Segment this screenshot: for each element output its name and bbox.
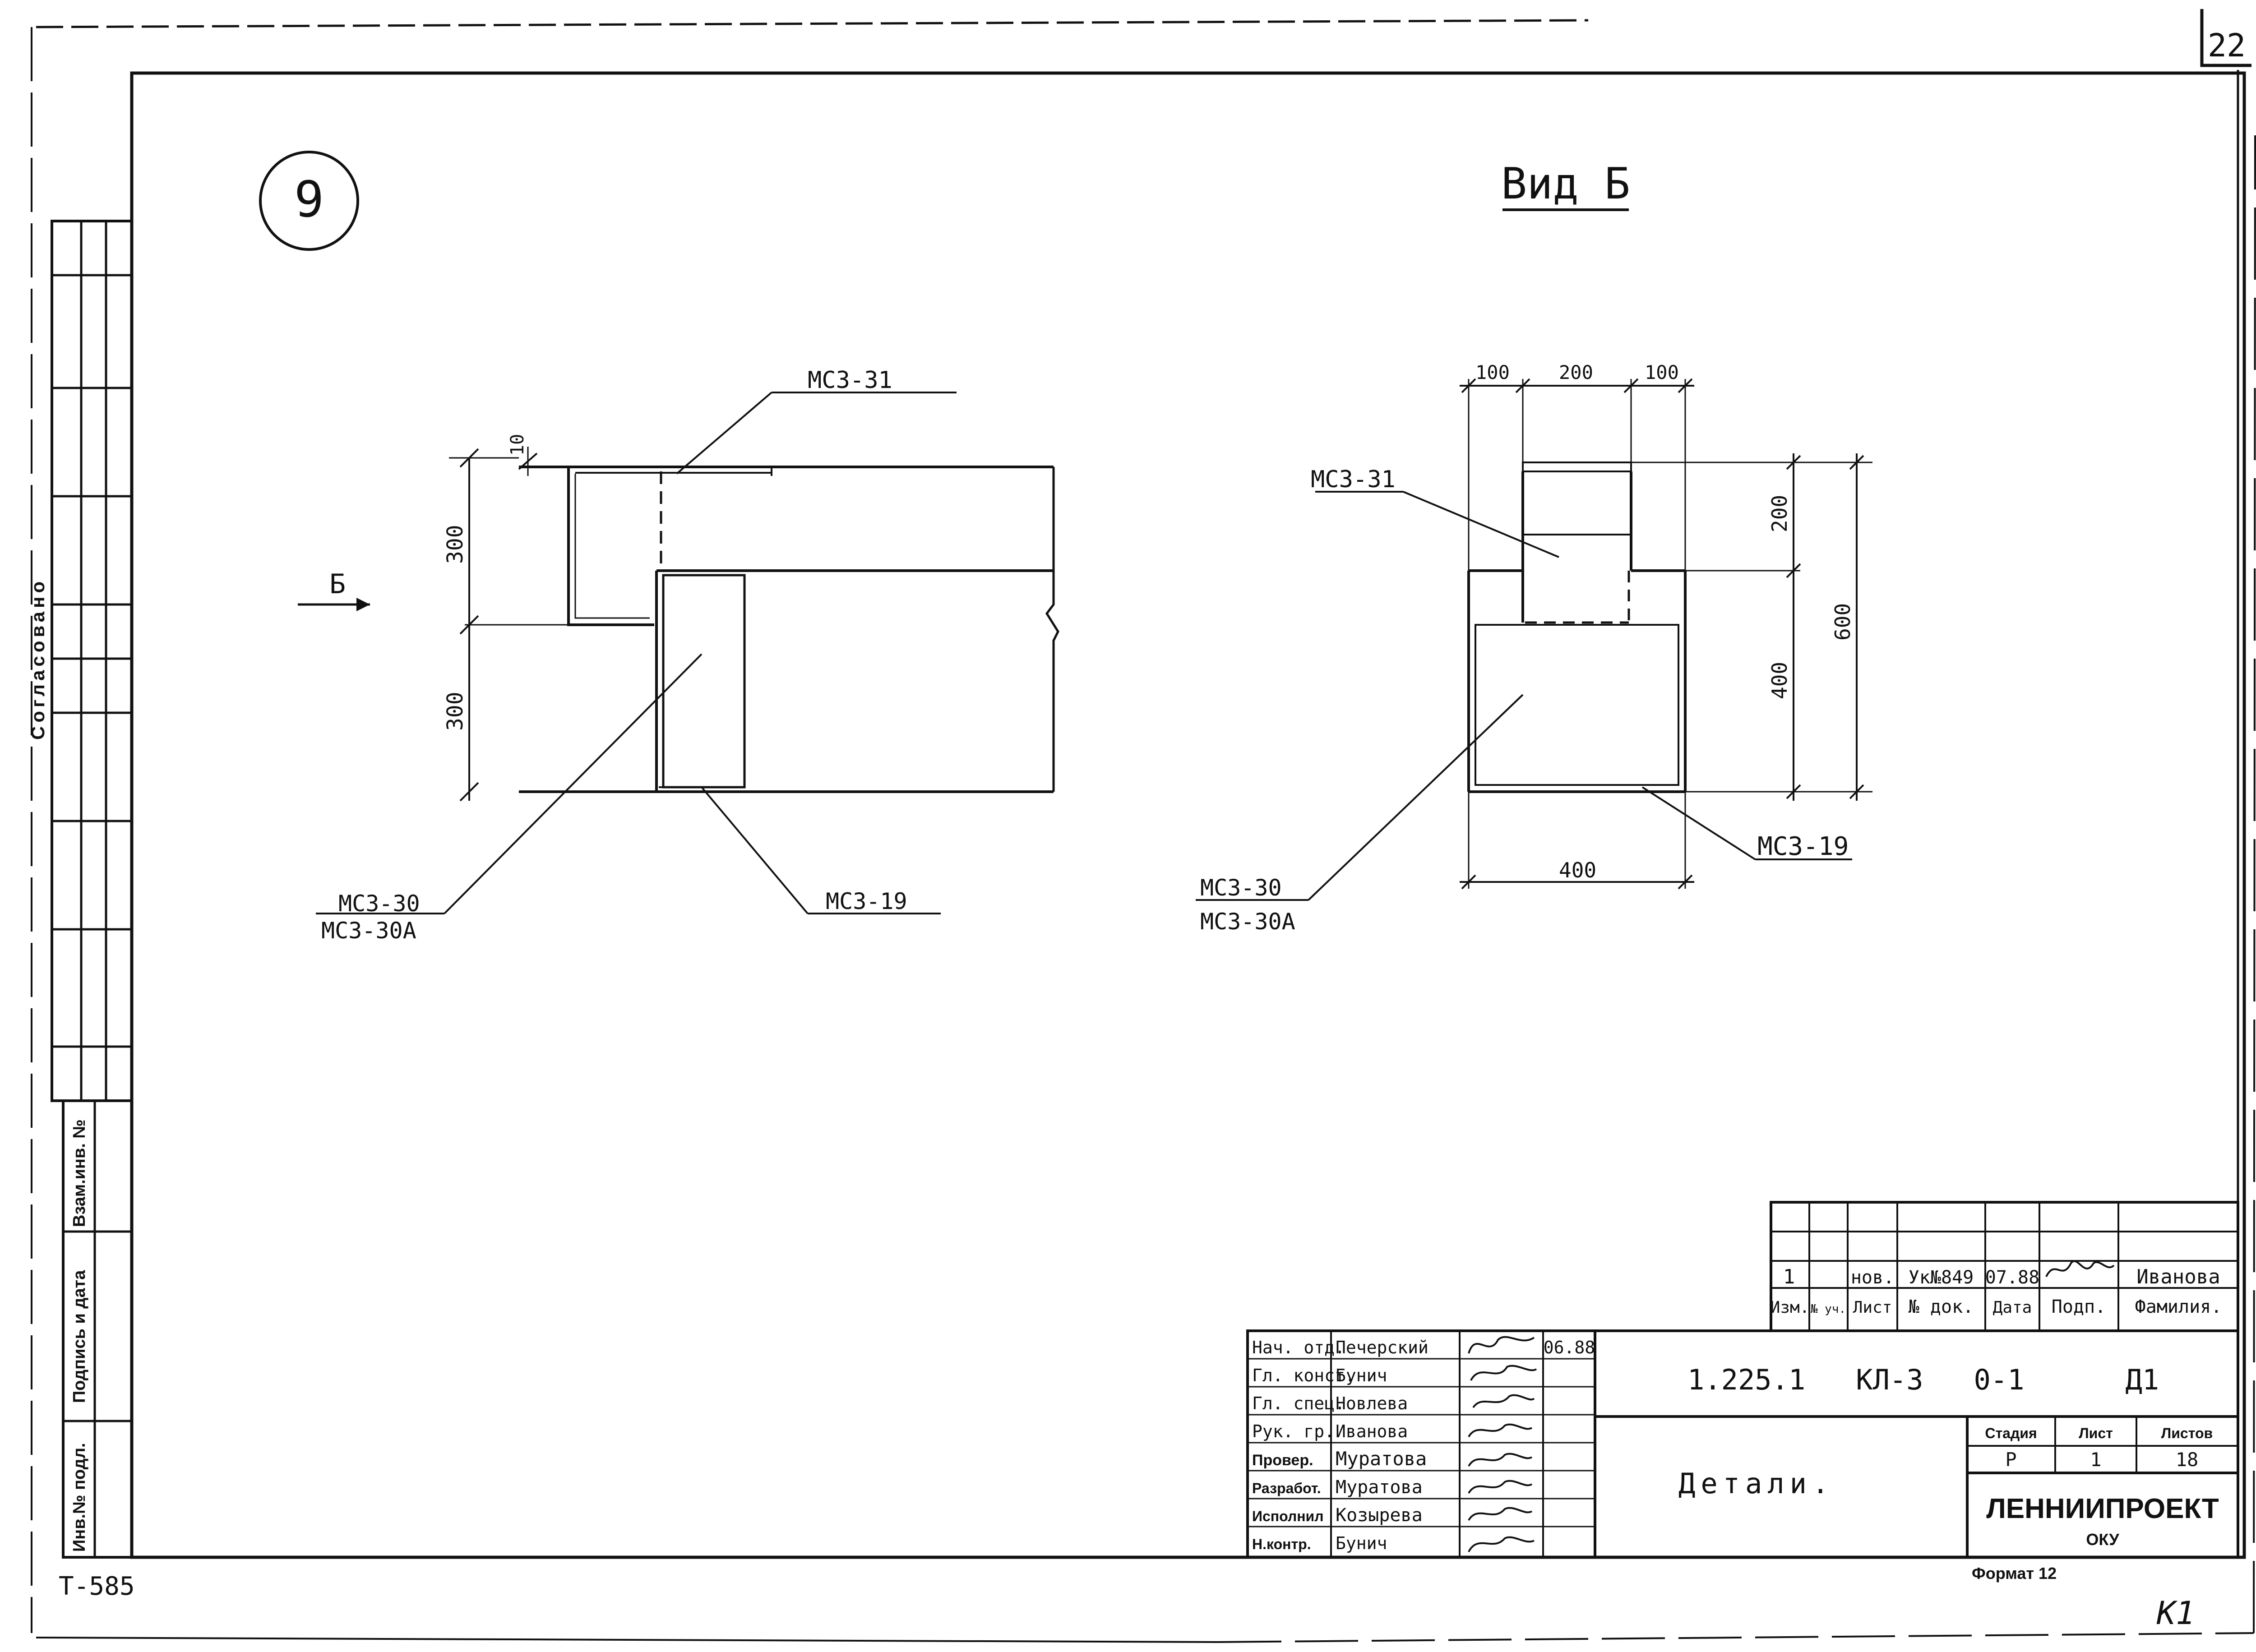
- right-dim-600: 600: [1831, 603, 1855, 641]
- node-circle: [259, 151, 359, 251]
- name-5: Муратова: [1336, 1477, 1423, 1498]
- role-2: Гл. спец.: [1252, 1394, 1345, 1413]
- inv-podl-label: Инв.№ подл.: [70, 1443, 89, 1552]
- agreed-label: Согласовано: [27, 578, 48, 740]
- name-3: Иванова: [1336, 1421, 1408, 1441]
- rev-surname: Иванова: [2136, 1265, 2220, 1288]
- sheets-header: Листов: [2161, 1425, 2213, 1441]
- rev-header-uch: № уч.: [1811, 1302, 1846, 1316]
- sheet-number: 22: [2208, 27, 2246, 64]
- view-title: Вид Б: [1501, 159, 1630, 209]
- rev-header-surname: Фамилия.: [2135, 1297, 2222, 1317]
- right-label-mcz30a: МС3-30А: [1200, 909, 1295, 935]
- name-7: Бунич: [1336, 1533, 1387, 1553]
- name-1: Бунич: [1336, 1366, 1387, 1385]
- rev-list: нов.: [1851, 1267, 1894, 1288]
- left-label-mcz30a: МС3-30А: [321, 918, 416, 944]
- sign-date-label: Подпись и дата: [70, 1270, 89, 1403]
- right-label-mcz19: МС3-19: [1757, 832, 1849, 861]
- title-block: [1246, 1201, 2239, 1559]
- role-3: Рук. гр.: [1252, 1421, 1335, 1441]
- corner-mark: К1: [2156, 1595, 2195, 1632]
- name-0: Печерский: [1336, 1338, 1428, 1357]
- left-stamp: [51, 220, 133, 1559]
- stage-value: Р: [2005, 1449, 2016, 1471]
- format-label: Формат 12: [1972, 1564, 2057, 1583]
- left-dim-10: 10: [507, 434, 528, 456]
- rev-header-izm: Изм.: [1771, 1298, 1810, 1317]
- rev-header-doc: № док.: [1909, 1297, 1974, 1317]
- dept-name: ОКУ: [2086, 1530, 2119, 1549]
- role-4: Провер.: [1252, 1452, 1313, 1469]
- org-name: ЛЕННИИПРОЕКТ: [1986, 1493, 2219, 1524]
- block-date: 06.88: [1544, 1338, 1595, 1357]
- rev-date: 07.88: [1985, 1267, 2039, 1288]
- right-view-b: [1196, 378, 1872, 901]
- name-6: Козырева: [1336, 1505, 1423, 1526]
- role-6: Исполнил: [1252, 1508, 1324, 1524]
- role-5: Разработ.: [1252, 1480, 1321, 1496]
- sheet-header: Лист: [2079, 1425, 2113, 1441]
- page-mark: Т-585: [59, 1572, 135, 1601]
- right-dim-100-right: 100: [1645, 361, 1679, 383]
- inv-vzam-label: Взам.инв. №: [70, 1119, 89, 1227]
- right-dim-200-top: 200: [1559, 361, 1593, 383]
- sheets-value: 18: [2176, 1449, 2199, 1471]
- left-label-mcz30: МС3-30: [338, 891, 420, 917]
- role-0: Нач. отд.: [1252, 1338, 1345, 1357]
- stage-header: Стадия: [1985, 1425, 2037, 1441]
- rev-doc: Ук№849: [1909, 1267, 1974, 1288]
- rev-header-list: Лист: [1853, 1298, 1892, 1317]
- left-dim-300-top: 300: [443, 525, 468, 564]
- left-label-mcz19: МС3-19: [826, 888, 907, 914]
- name-4: Муратова: [1336, 1448, 1427, 1470]
- rev-header-podp: Подп.: [2052, 1297, 2106, 1317]
- sheet-frame: [31, 9, 2256, 1643]
- left-dim-300-bottom: 300: [443, 692, 468, 731]
- right-dim-400-bottom: 400: [1559, 858, 1596, 882]
- role-7: Н.контр.: [1252, 1536, 1311, 1552]
- rev-izm: 1: [1783, 1265, 1795, 1288]
- left-label-mcz31: МС3-31: [808, 367, 892, 394]
- name-2: Новлева: [1336, 1394, 1408, 1413]
- sheet-value: 1: [2090, 1449, 2101, 1471]
- rev-header-date: Дата: [1993, 1298, 2032, 1317]
- drawing-code: 1.225.1 КЛ-3 0-1 Д1: [1687, 1363, 2159, 1396]
- signature-scribbles: [1468, 1260, 2115, 1552]
- right-dim-400-side: 400: [1767, 662, 1792, 699]
- arrow-b-label: Б: [329, 568, 346, 600]
- right-label-mcz31: МС3-31: [1311, 466, 1396, 493]
- drawing-title: Детали.: [1678, 1467, 1834, 1500]
- right-dim-100-left: 100: [1475, 361, 1510, 383]
- right-label-mcz30: МС3-30: [1200, 875, 1282, 901]
- role-1: Гл. конст.: [1252, 1366, 1355, 1385]
- node-number: 9: [294, 171, 324, 228]
- right-dim-200-side: 200: [1767, 495, 1792, 532]
- left-section-view: [298, 392, 1059, 914]
